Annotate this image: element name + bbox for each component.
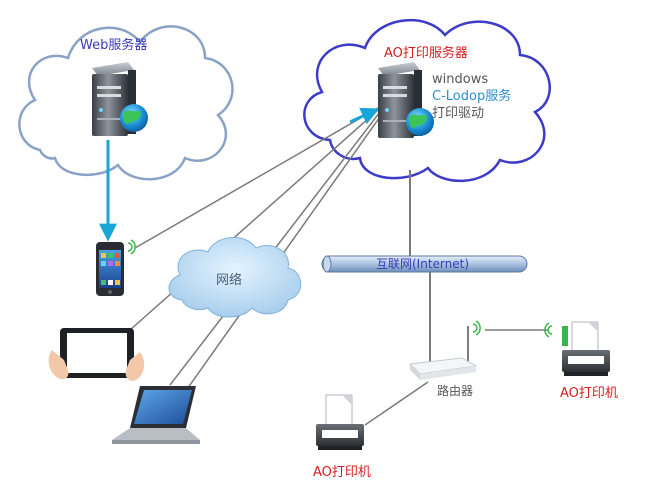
printer-left-label: AO打印机	[313, 465, 371, 480]
printer-right-label: AO打印机	[560, 386, 618, 401]
network-cloud	[168, 236, 302, 318]
tablet-icon	[48, 328, 145, 381]
ao-server-label: AO打印服务器	[384, 46, 468, 61]
web-server-label: Web服务器	[80, 38, 148, 53]
ao-server-icon	[378, 62, 434, 138]
printer-right-icon	[562, 321, 610, 376]
phone-wifi-icon	[127, 239, 136, 255]
router-icon	[408, 326, 478, 380]
network-cloud-label: 网络	[216, 273, 243, 288]
printer-left-icon	[316, 394, 364, 450]
router-wifi-icon	[472, 320, 481, 336]
web-server-icon	[92, 62, 148, 136]
ao-server-detail-os: windows	[432, 72, 489, 87]
smartphone-icon	[96, 242, 124, 296]
ao-server-detail-driver: 打印驱动	[432, 106, 485, 121]
internet-bar-label: 互联网(Internet)	[376, 257, 470, 271]
laptop-icon	[112, 386, 200, 444]
phone-to-ao-line	[134, 107, 379, 249]
to-ao-server-arrow	[349, 107, 380, 125]
internet-bar	[321, 255, 528, 273]
printer-right-wifi-icon	[544, 322, 553, 338]
ao-server-detail-service: C-Lodop服务	[432, 89, 512, 104]
router-label: 路由器	[437, 384, 474, 398]
ao-server-cloud	[303, 19, 551, 183]
router-to-printer-line	[364, 381, 429, 426]
